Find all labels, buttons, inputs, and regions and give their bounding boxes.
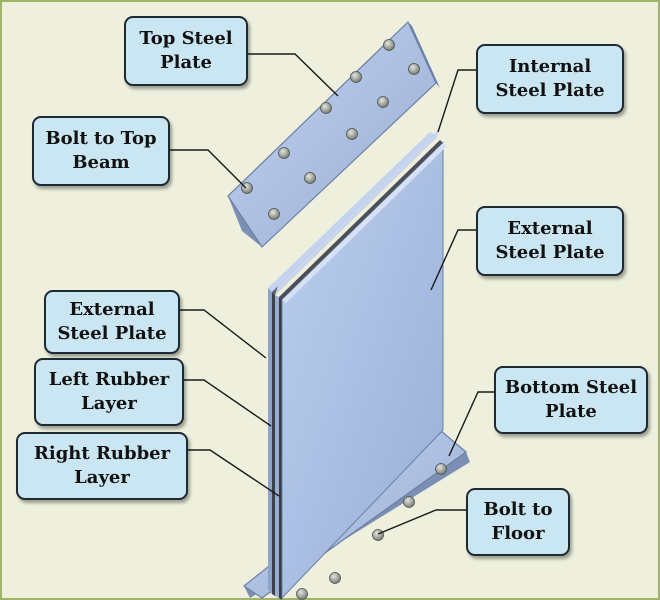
leader-right-rubber-layer: [188, 449, 280, 497]
bolt-icon: [346, 128, 358, 140]
label-left-rubber-layer: Left Rubber Layer: [34, 358, 184, 426]
bolt-icon: [320, 102, 332, 114]
label-external-steel-plate-right: External Steel Plate: [476, 206, 624, 276]
label-top-steel-plate: Top Steel Plate: [124, 16, 248, 86]
left-external-plate-top: [268, 132, 434, 292]
leader-bolt-to-floor: [377, 509, 468, 535]
leader-bottom-steel-plate: [448, 391, 496, 457]
leader-left-rubber-layer: [182, 379, 272, 427]
bolt-icon: [377, 96, 389, 108]
bolt-icon: [383, 39, 395, 51]
internal-plate-edge: [275, 295, 279, 598]
bolt-icon: [408, 63, 420, 75]
bolt-icon: [372, 529, 384, 541]
bottom-plate-bolts: [296, 463, 447, 600]
bolt-icon: [403, 496, 415, 508]
label-right-rubber-layer: Right Rubber Layer: [16, 432, 188, 500]
label-internal-steel-plate: Internal Steel Plate: [476, 44, 624, 114]
label-bolt-to-top-beam: Bolt to Top Beam: [32, 116, 170, 186]
top-plate-face: [227, 20, 437, 248]
damper-body: [268, 128, 447, 600]
bolt-icon: [296, 588, 308, 600]
right-external-plate-top: [282, 143, 447, 303]
bolt-icon: [304, 172, 316, 184]
leader-top-steel-plate: [246, 53, 339, 97]
right-external-plate-face: [281, 141, 444, 600]
leader-bolt-to-top-beam: [170, 149, 247, 189]
top-plate-bolts: [241, 39, 420, 220]
bolt-icon: [268, 208, 280, 220]
label-external-steel-plate-left: External Steel Plate: [44, 290, 180, 354]
leader-lines: [170, 53, 496, 535]
bolt-icon: [241, 182, 253, 194]
leader-external-steel-plate-right: [430, 229, 477, 291]
leader-external-steel-plate-left: [180, 309, 267, 359]
bolt-icon: [278, 147, 290, 159]
left-external-plate-edge: [268, 288, 272, 594]
bolt-icon: [435, 463, 447, 475]
right-rubber-top: [279, 140, 443, 300]
bolt-icon: [329, 572, 341, 584]
right-rubber-edge: [279, 297, 282, 600]
leader-internal-steel-plate: [437, 69, 477, 133]
label-bolt-to-floor: Bolt to Floor: [466, 488, 570, 556]
top-plate-side: [408, 22, 440, 88]
left-rubber-edge: [272, 292, 275, 596]
label-bottom-steel-plate: Bottom Steel Plate: [494, 366, 648, 434]
top-steel-plate: [227, 20, 440, 248]
internal-plate-top: [275, 128, 440, 295]
bolt-icon: [350, 71, 362, 83]
